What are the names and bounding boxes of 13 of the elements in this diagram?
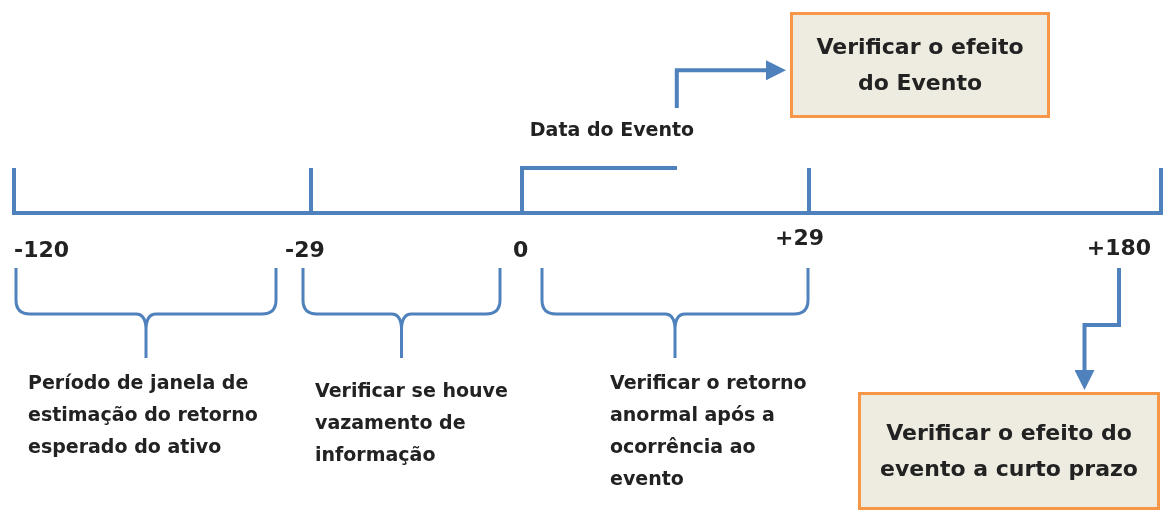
arrow [1074, 268, 1121, 390]
event-date-label: Data do Evento [522, 108, 702, 150]
tick-label: +29 [775, 224, 826, 252]
period-description: Verificar se houve vazamento de informação [315, 378, 509, 467]
tick-label: +180 [1076, 228, 1162, 268]
arrow [674, 60, 786, 108]
period-description: Verificar o retorno anormal após a ocorrência ao evento [610, 370, 808, 491]
short-term-effect-box: Verificar o efeito do evento a curto prazo [858, 392, 1160, 510]
tick-label: 0 [513, 236, 530, 264]
period-description: Período de janela de estimação do retorno esperado do ativo [28, 370, 259, 459]
event-effect-box: Verificar o efeito do Evento [790, 12, 1050, 118]
tick-label: -120 [14, 236, 71, 264]
tick-label: -29 [285, 236, 326, 264]
